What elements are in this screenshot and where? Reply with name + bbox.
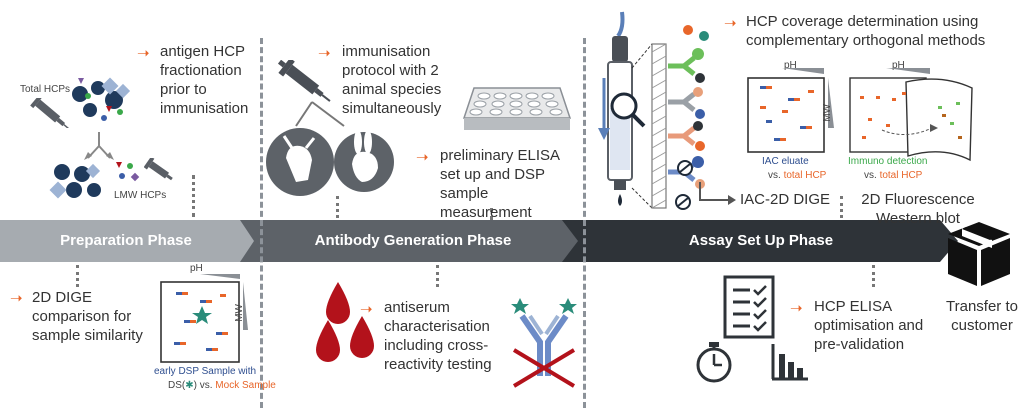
transfer-text: Transfer to customer (946, 298, 1018, 334)
iac-column-icon (598, 11, 667, 209)
stopwatch-icon (696, 342, 732, 383)
blood-drops-icon (316, 282, 374, 362)
connector-assay-bottom (872, 265, 875, 287)
iac-gel-caption-2a: vs. (768, 170, 781, 181)
wb-gel-caption-1: Immuno detection (848, 156, 928, 168)
iac-gel-caption-1-text: IAC eluate (762, 156, 809, 167)
phase-banner: Preparation Phase Antibody Generation Ph… (0, 220, 1022, 262)
gel-caption-2: DS(✱) vs. Mock Sample (168, 380, 276, 392)
connector-ab-top-2 (490, 208, 493, 220)
dige-gel-icon (160, 274, 248, 363)
gel-mw-label: MW (234, 304, 245, 322)
ab-bottom-text: antiserum characterisation including cro… (384, 299, 492, 373)
arrow-icon: ➝ (790, 300, 803, 317)
western-blot-label: 2D Fluorescence Western blot (861, 191, 975, 227)
iac-gel-caption-1: IAC eluate (762, 156, 809, 168)
preparation-phase-label: Preparation Phase (60, 232, 192, 249)
prep-top-text: antigen HCP fractionation prior to immun… (160, 43, 249, 117)
gel-caption-2c: Mock Sample (215, 380, 276, 391)
wb-gel-caption-2b: total HCP (879, 170, 923, 181)
hmw-hcp-fraction-icon (49, 163, 101, 199)
phase-banner-shapes (0, 220, 958, 262)
wb-gel-caption-1-text: Immuno detection (848, 156, 928, 167)
iac-gel-ph-label: pH (784, 60, 797, 71)
assay-top-text: HCP coverage determination using complem… (746, 13, 986, 49)
connector-ab-top-1 (336, 196, 339, 218)
iac-gel-caption-2b: total HCP (783, 170, 827, 181)
syringe-lmw-icon (144, 158, 173, 181)
gel-caption-1-text: early DSP Sample with (154, 366, 257, 377)
gel-caption-1: early DSP Sample with (154, 366, 256, 378)
total-hcp-mix-icon (72, 77, 131, 121)
western-blot-gel-icon (849, 68, 973, 162)
arrow-icon: ➝ (10, 290, 23, 307)
wb-gel-caption-2a: vs. (864, 170, 877, 181)
total-hcps-label: Total HCPs (20, 84, 71, 95)
connector-prep-bottom (76, 265, 79, 287)
fractionation-arrows-icon (84, 132, 114, 160)
iac-gel-icon (747, 68, 834, 153)
lmw-hcp-fraction-icon (116, 162, 140, 182)
prep-bottom-text: 2D DIGE comparison for sample similarity (32, 289, 143, 344)
unbound-hcp-icon (675, 160, 693, 210)
connector-prep-top (192, 175, 195, 217)
assay-elisa-text: HCP ELISA optimisation and pre-validatio… (814, 298, 924, 353)
elisa-plate-icon (462, 87, 572, 130)
antibody-cross-reactivity-icon (511, 298, 577, 388)
bound-antibodies-icon (668, 25, 709, 189)
divider-2 (583, 38, 586, 408)
assay-phase-shape (562, 220, 958, 262)
arrow-icon: ➝ (137, 45, 150, 62)
iac-gel-mw-label: MW (822, 104, 833, 122)
iac-2d-dige-label: IAC-2D DIGE (740, 191, 831, 208)
arrow-icon: ➝ (416, 149, 429, 166)
wb-gel-ph-label: pH (892, 60, 905, 71)
divider-1 (260, 38, 263, 408)
arrow-icon: ➝ (360, 301, 373, 318)
ab-elisa-text: preliminary ELISA set up and DSP sample … (440, 147, 560, 221)
syringe-icon (277, 60, 331, 102)
ab-top-text: immunisation protocol with 2 animal spec… (342, 43, 442, 117)
arrow-icon: ➝ (724, 15, 737, 32)
antibody-phase-label: Antibody Generation Phase (314, 232, 512, 249)
lmw-hcps-label: LMW HCPs (114, 190, 167, 201)
gel-ph-label: pH (190, 263, 203, 274)
star-icon: ✱ (185, 380, 194, 391)
syringe-small-icon (30, 98, 69, 128)
animal-species-icon (266, 101, 394, 196)
preparation-phase-shape (0, 220, 262, 262)
arrow-icon: ➝ (318, 45, 331, 62)
gel-caption-2a: DS( (168, 380, 186, 391)
connector-assay-top (840, 196, 843, 218)
iac-arrow-icon (699, 182, 736, 205)
transfer-box-icon (948, 222, 1010, 286)
iac-gel-caption-2: vs. total HCP (768, 170, 826, 182)
connector-ab-bottom (436, 265, 439, 287)
antibody-phase-shape (240, 220, 586, 262)
checklist-icon (723, 275, 775, 339)
wb-gel-caption-2: vs. total HCP (864, 170, 922, 182)
gel-caption-2b: ) vs. (193, 380, 213, 391)
assay-phase-label: Assay Set Up Phase (688, 232, 834, 249)
bar-chart-icon (771, 344, 808, 381)
